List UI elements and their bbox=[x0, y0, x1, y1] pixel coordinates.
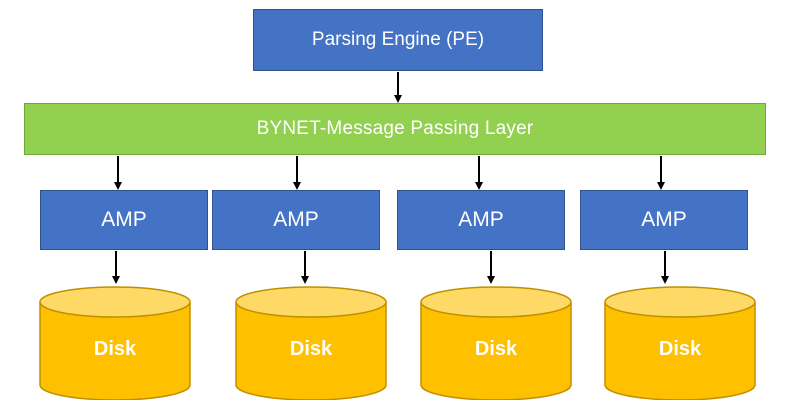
amp-label-2: AMP bbox=[273, 208, 319, 231]
disk-label-4: Disk bbox=[658, 338, 702, 360]
disk-3 bbox=[420, 286, 572, 400]
parsing-engine-box: Parsing Engine (PE) bbox=[253, 9, 543, 71]
amp-label-4: AMP bbox=[641, 208, 687, 231]
disk-label-2: Disk bbox=[289, 338, 333, 360]
amp-box-2: AMP bbox=[212, 190, 380, 250]
amp-box-3: AMP bbox=[397, 190, 565, 250]
amp-box-4: AMP bbox=[580, 190, 748, 250]
bynet-layer-box: BYNET-Message Passing Layer bbox=[24, 103, 766, 155]
amp-box-1: AMP bbox=[40, 190, 208, 250]
disk-label-1: Disk bbox=[93, 338, 137, 360]
disk-2 bbox=[235, 286, 387, 400]
amp-label-1: AMP bbox=[101, 208, 147, 231]
bynet-layer-label: BYNET-Message Passing Layer bbox=[256, 118, 534, 139]
amp-label-3: AMP bbox=[458, 208, 504, 231]
disk-4 bbox=[604, 286, 756, 400]
disk-label-3: Disk bbox=[474, 338, 518, 360]
parsing-engine-label: Parsing Engine (PE) bbox=[311, 29, 485, 50]
